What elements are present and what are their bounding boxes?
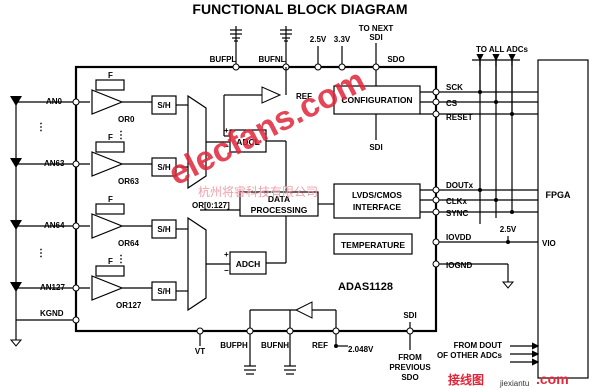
supply-2v5-top: 2.5V — [310, 35, 327, 44]
data-processing-line1: DATA — [268, 194, 290, 204]
bufnh-label: BUFNH — [261, 341, 289, 350]
an63-label: AN63 — [44, 159, 65, 168]
an64-label: AN64 — [44, 221, 65, 230]
svg-text:S/H: S/H — [157, 163, 171, 172]
watermark-bottom: 接线图 — [448, 372, 484, 387]
vt-label: VT — [195, 347, 205, 356]
watermark-com: .com — [536, 371, 569, 387]
iognd-ground — [501, 281, 515, 289]
or64-label: OR64 — [118, 239, 139, 248]
configuration-label: CONFIGURATION — [341, 95, 412, 105]
lvds-label-line1: LVDS/CMOS — [352, 190, 402, 200]
or-bus-label: OR[0:127] — [192, 201, 230, 210]
ref-label-bottom: REF — [312, 341, 328, 350]
fpga-block — [537, 59, 589, 379]
from-previous-sdo-line2: PREVIOUS — [389, 363, 431, 372]
adch-label: ADCH — [236, 259, 261, 269]
svg-text:F: F — [108, 71, 113, 80]
svg-text:⋮: ⋮ — [116, 254, 126, 265]
sdo-pin — [372, 63, 380, 71]
photodiode-an64-icon — [10, 220, 22, 230]
watermark-main: elecfans.com — [162, 61, 371, 193]
photodiode-an127-icon — [10, 282, 22, 292]
diagram-title: FUNCTIONAL BLOCK DIAGRAM — [192, 1, 407, 17]
svg-text:−: − — [224, 142, 229, 151]
to-all-adcs-label: TO ALL ADCs — [476, 45, 529, 54]
lvds-label-line2: INTERFACE — [353, 202, 402, 212]
cs-label: CS — [446, 99, 458, 108]
photodiode-an63-icon — [10, 158, 22, 168]
from-previous-sdo-line3: SDO — [401, 373, 418, 382]
iognd-label: IOGND — [446, 261, 472, 270]
kgnd-ground — [9, 339, 23, 347]
channel-an127: F S/H — [40, 257, 188, 301]
svg-text:+: + — [224, 250, 229, 259]
temperature-label: TEMPERATURE — [341, 240, 405, 250]
configuration-block — [333, 85, 421, 115]
from-dout-line1: FROM DOUT — [454, 341, 503, 350]
svg-text:⋮: ⋮ — [36, 122, 46, 133]
watermark-site: jiexiantu — [499, 379, 529, 388]
channel-an0: F S/H — [40, 71, 188, 115]
svg-text:−: − — [224, 266, 229, 275]
sdi-config-label: SDI — [369, 143, 382, 152]
svg-text:F: F — [108, 195, 113, 204]
mux-top — [187, 94, 207, 190]
from-previous-sdo-line1: FROM — [398, 353, 422, 362]
supply-2v5-pin — [314, 63, 322, 71]
or0-label: OR0 — [118, 115, 135, 124]
ref-buffer-bottom — [294, 301, 313, 319]
svg-text:+: + — [224, 126, 229, 135]
sdo-label: SDO — [387, 55, 404, 64]
watermark-chinese: 杭州将睿科技有限公司 — [198, 184, 318, 199]
bufnl-ground-cap — [280, 26, 292, 71]
supply-2v5-io: 2.5V — [500, 225, 517, 234]
doutx-label: DOUTx — [446, 181, 474, 190]
iovdd-label: IOVDD — [446, 233, 472, 242]
bufnl-label: BUFNL — [258, 55, 285, 64]
fpga-label: FPGA — [545, 190, 571, 200]
mux-bottom — [187, 216, 207, 312]
bufpl-ground-cap — [230, 26, 242, 71]
kgnd-label: KGND — [40, 309, 64, 318]
sync-label: SYNC — [446, 209, 468, 218]
sdi-bottom-label: SDI — [403, 311, 416, 320]
data-processing-line2: PROCESSING — [251, 205, 308, 215]
lvds-interface-block — [333, 183, 421, 219]
ref-label-top: REF — [296, 92, 312, 101]
photodiode-an0-icon — [10, 96, 22, 106]
reset-label: RESET — [446, 113, 473, 122]
supply-3v3: 3.3V — [334, 35, 351, 44]
svg-text:F: F — [108, 133, 113, 142]
ref-2048v-label: 2.048V — [348, 345, 374, 354]
svg-text:S/H: S/H — [157, 287, 171, 296]
svg-text:⋮: ⋮ — [116, 130, 126, 141]
from-dout-line2: OF OTHER ADCs — [437, 351, 503, 360]
or63-label: OR63 — [118, 177, 139, 186]
sck-label: SCK — [446, 83, 463, 92]
or127-label: OR127 — [116, 301, 142, 310]
temperature-block — [333, 233, 413, 255]
an127-label: AN127 — [40, 283, 65, 292]
vio-label: VIO — [542, 239, 556, 248]
adcl-label: ADCL — [236, 137, 260, 147]
svg-text:S/H: S/H — [157, 225, 171, 234]
an0-label: AN0 — [46, 97, 63, 106]
to-next-sdi-line2: SDI — [369, 33, 382, 42]
to-next-sdi-line1: TO NEXT — [359, 24, 394, 33]
svg-text:F: F — [108, 257, 113, 266]
channel-an64: F S/H — [40, 195, 188, 239]
chip-name: ADAS1128 — [338, 281, 393, 293]
svg-text:⋮: ⋮ — [36, 248, 46, 259]
bufpl-label: BUFPL — [210, 55, 237, 64]
svg-text:S/H: S/H — [157, 101, 171, 110]
clkx-label: CLKx — [446, 197, 467, 206]
channel-an63: F S/H — [40, 133, 188, 177]
bufph-label: BUFPH — [220, 341, 248, 350]
